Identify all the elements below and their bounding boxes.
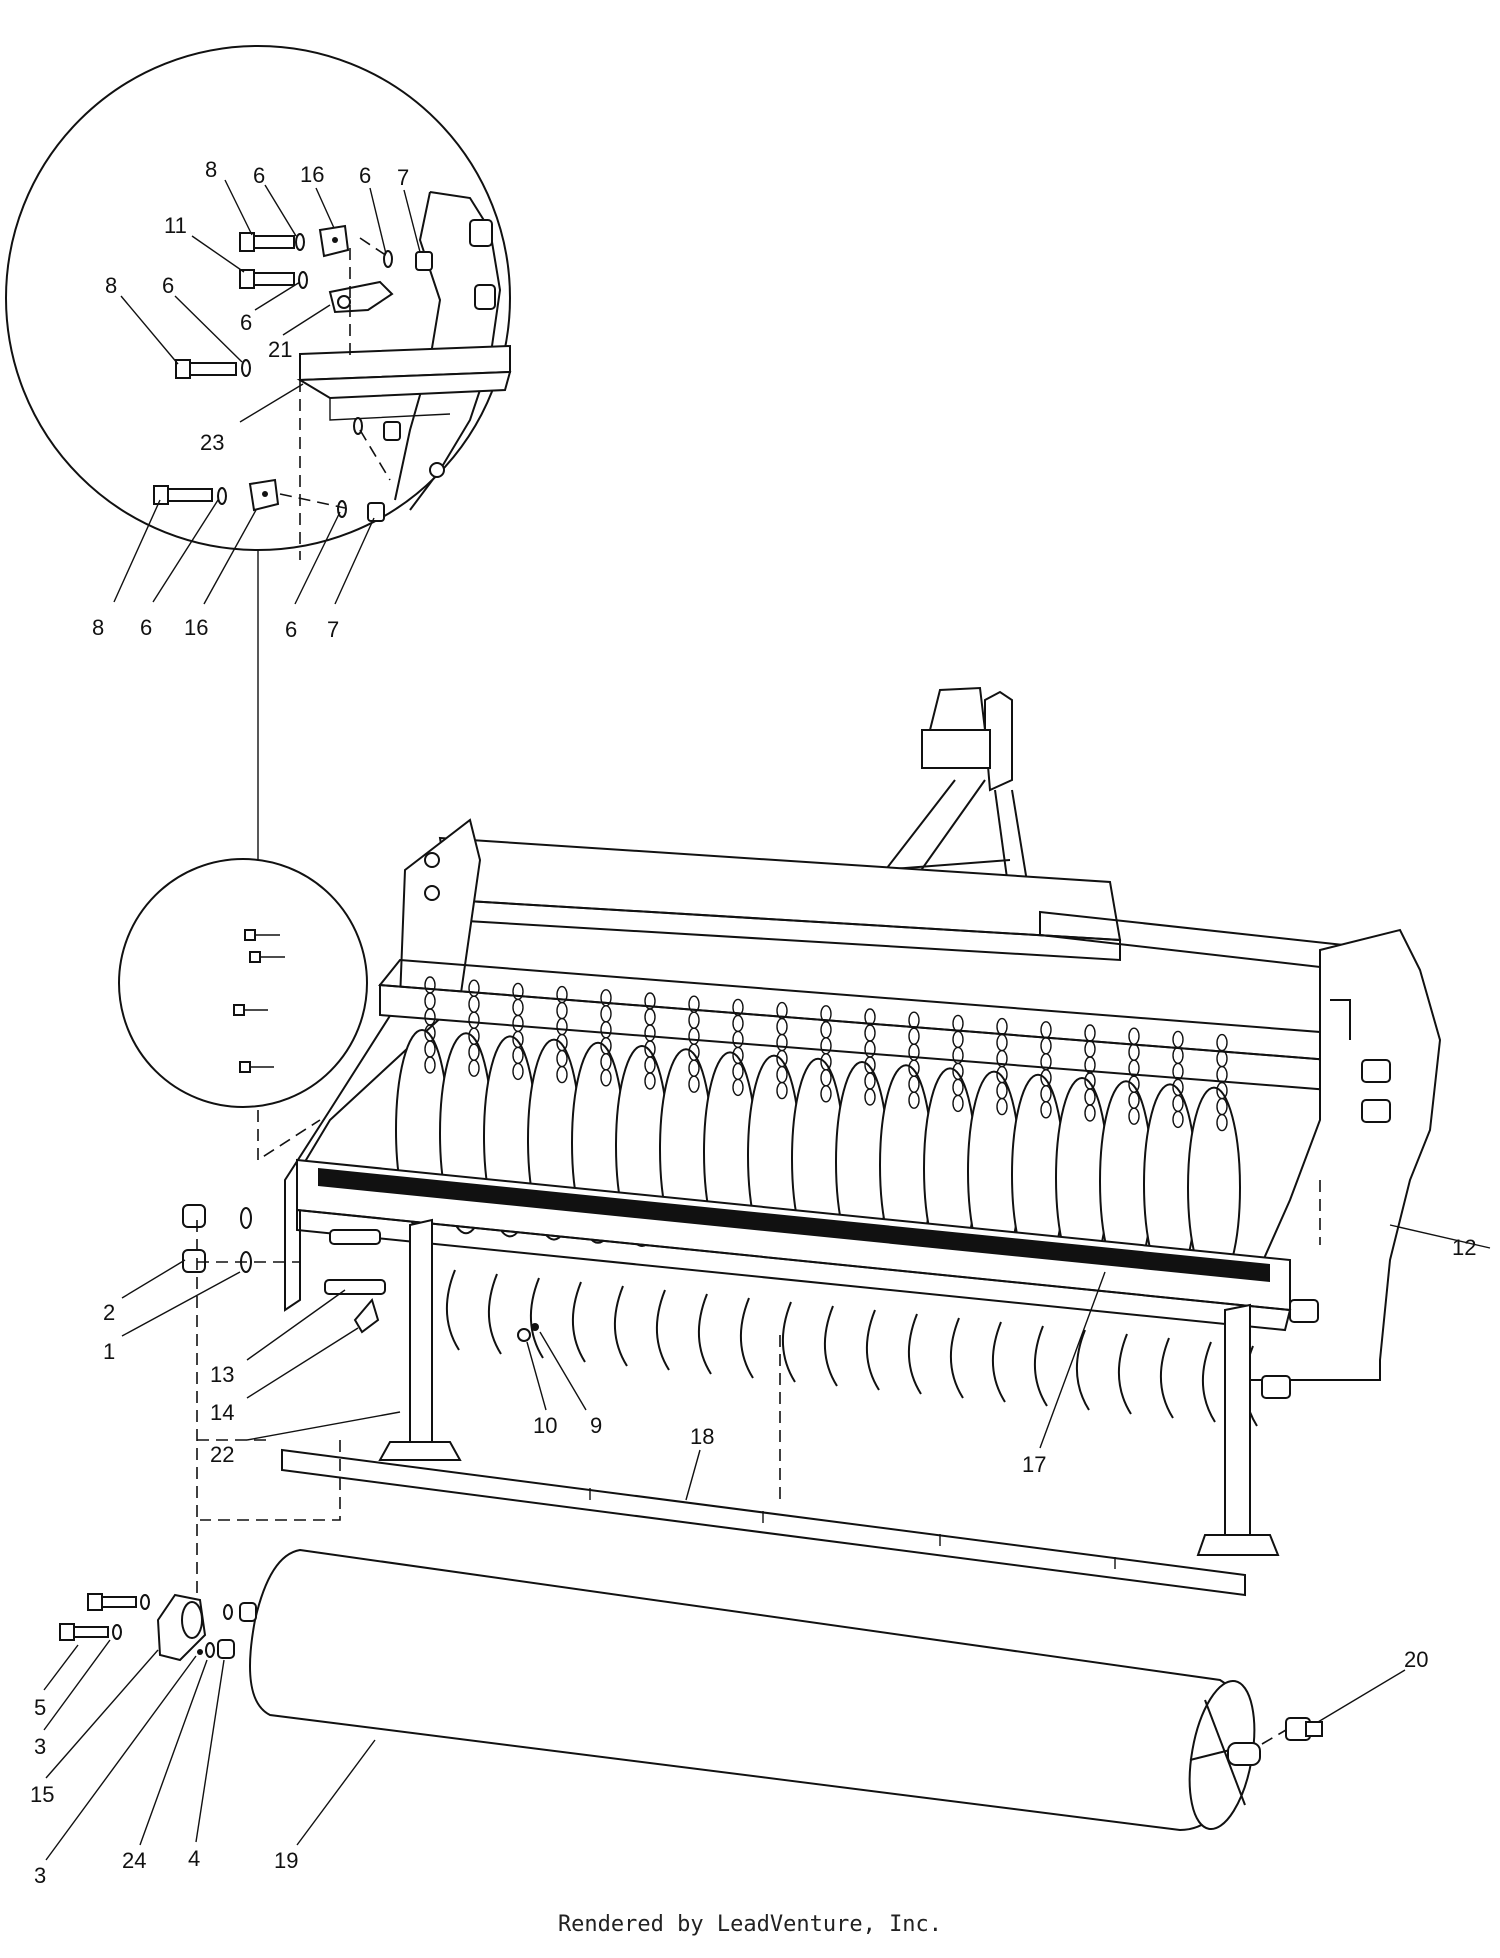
callout-label: 3	[34, 1734, 46, 1759]
chain-link	[732, 1078, 744, 1097]
chain-link	[908, 1091, 920, 1109]
lower-disc	[781, 1301, 796, 1383]
callout-label: 6	[240, 310, 252, 335]
callout-label: 16	[300, 162, 324, 187]
callout-label: 6	[359, 163, 371, 188]
chain-link	[1040, 1021, 1052, 1039]
callout-label: 23	[200, 430, 224, 455]
callout-label: 2	[103, 1300, 115, 1325]
detail-view	[5, 45, 512, 560]
callout-label: 16	[184, 615, 208, 640]
callout-label: 17	[1022, 1452, 1046, 1477]
chain-link	[908, 1011, 920, 1029]
callout-label: 20	[1404, 1647, 1428, 1672]
lower-discs	[445, 1269, 1258, 1427]
lower-disc	[445, 1269, 460, 1351]
scraper-bar	[281, 1448, 1246, 1597]
chain-link	[1216, 1113, 1228, 1132]
callout-label: 21	[268, 337, 292, 362]
callout-label: 6	[285, 617, 297, 642]
callout-label: 8	[105, 273, 117, 298]
chain-link	[644, 1072, 656, 1090]
callout-label: 7	[327, 617, 339, 642]
chain-link	[1172, 1110, 1184, 1129]
leader-lines	[43, 179, 1491, 1861]
lower-disc	[866, 1309, 880, 1391]
chain-link	[996, 1097, 1008, 1116]
chain-link	[1128, 1107, 1140, 1125]
lower-disc	[950, 1317, 964, 1399]
chain-link	[688, 1075, 700, 1093]
detail-reference-circle	[118, 858, 368, 1108]
callout-label: 1	[103, 1339, 115, 1364]
chain-link	[952, 1094, 964, 1113]
lower-disc	[572, 1281, 586, 1363]
callout-label: 10	[533, 1413, 557, 1438]
chain-link	[864, 1088, 876, 1106]
lower-disc	[614, 1285, 628, 1367]
lower-disc	[992, 1321, 1006, 1403]
callout-label: 6	[253, 163, 265, 188]
callout-label: 8	[92, 615, 104, 640]
callout-labels: 8 6 16 6 7 11 8 6 6 21 23 8 6 16 6 7 2 1…	[30, 157, 1476, 1888]
chain-link	[1084, 1104, 1096, 1122]
callout-label: 22	[210, 1442, 234, 1467]
chain-link	[424, 1056, 436, 1074]
callout-label: 15	[30, 1782, 54, 1807]
callout-label: 18	[690, 1424, 714, 1449]
callout-label: 6	[162, 273, 174, 298]
footer-credit: Rendered by LeadVenture, Inc.	[557, 1912, 943, 1937]
lower-disc	[656, 1289, 670, 1371]
chain-link	[864, 1008, 876, 1026]
lower-disc	[1118, 1333, 1132, 1415]
lower-disc	[740, 1297, 754, 1379]
callout-label: 6	[140, 615, 152, 640]
lower-disc	[1160, 1337, 1174, 1419]
lower-disc	[823, 1305, 838, 1387]
callout-label: 12	[1452, 1235, 1476, 1260]
callout-label: 13	[210, 1362, 234, 1387]
lower-disc	[487, 1273, 502, 1355]
lower-disc	[1075, 1329, 1090, 1411]
lower-disc	[1034, 1325, 1048, 1407]
callout-label: 24	[122, 1848, 146, 1873]
callout-label: 19	[274, 1848, 298, 1873]
callout-label: 5	[34, 1695, 46, 1720]
chain-link	[1216, 1033, 1228, 1052]
chain-link	[1084, 1024, 1096, 1042]
lower-disc	[1202, 1341, 1216, 1423]
main-assembly	[182, 686, 1442, 1556]
callout-label: 11	[164, 213, 187, 238]
callout-label: 7	[397, 165, 409, 190]
callout-label: 8	[205, 157, 217, 182]
assembly-lines	[196, 1110, 1321, 1640]
callout-label: 9	[590, 1413, 602, 1438]
chain-link	[1172, 1030, 1184, 1049]
chain-link	[512, 1062, 524, 1081]
lower-disc	[697, 1293, 712, 1375]
chain-link	[952, 1014, 964, 1033]
chain-link	[1128, 1027, 1140, 1045]
chain-link	[776, 1081, 788, 1100]
chain-link	[1040, 1101, 1052, 1119]
callout-label: 3	[34, 1863, 46, 1888]
callout-label: 4	[188, 1846, 200, 1871]
chain-link	[600, 1069, 612, 1087]
chain-link	[556, 1065, 568, 1084]
chain-link	[468, 1059, 480, 1077]
callout-label: 14	[210, 1400, 234, 1425]
lower-disc	[908, 1313, 922, 1395]
lower-disc	[530, 1277, 544, 1359]
chain-link	[820, 1085, 832, 1103]
bearing-assembly	[59, 1593, 257, 1662]
chain-link	[996, 1017, 1008, 1036]
roller-drum	[249, 1548, 1323, 1832]
